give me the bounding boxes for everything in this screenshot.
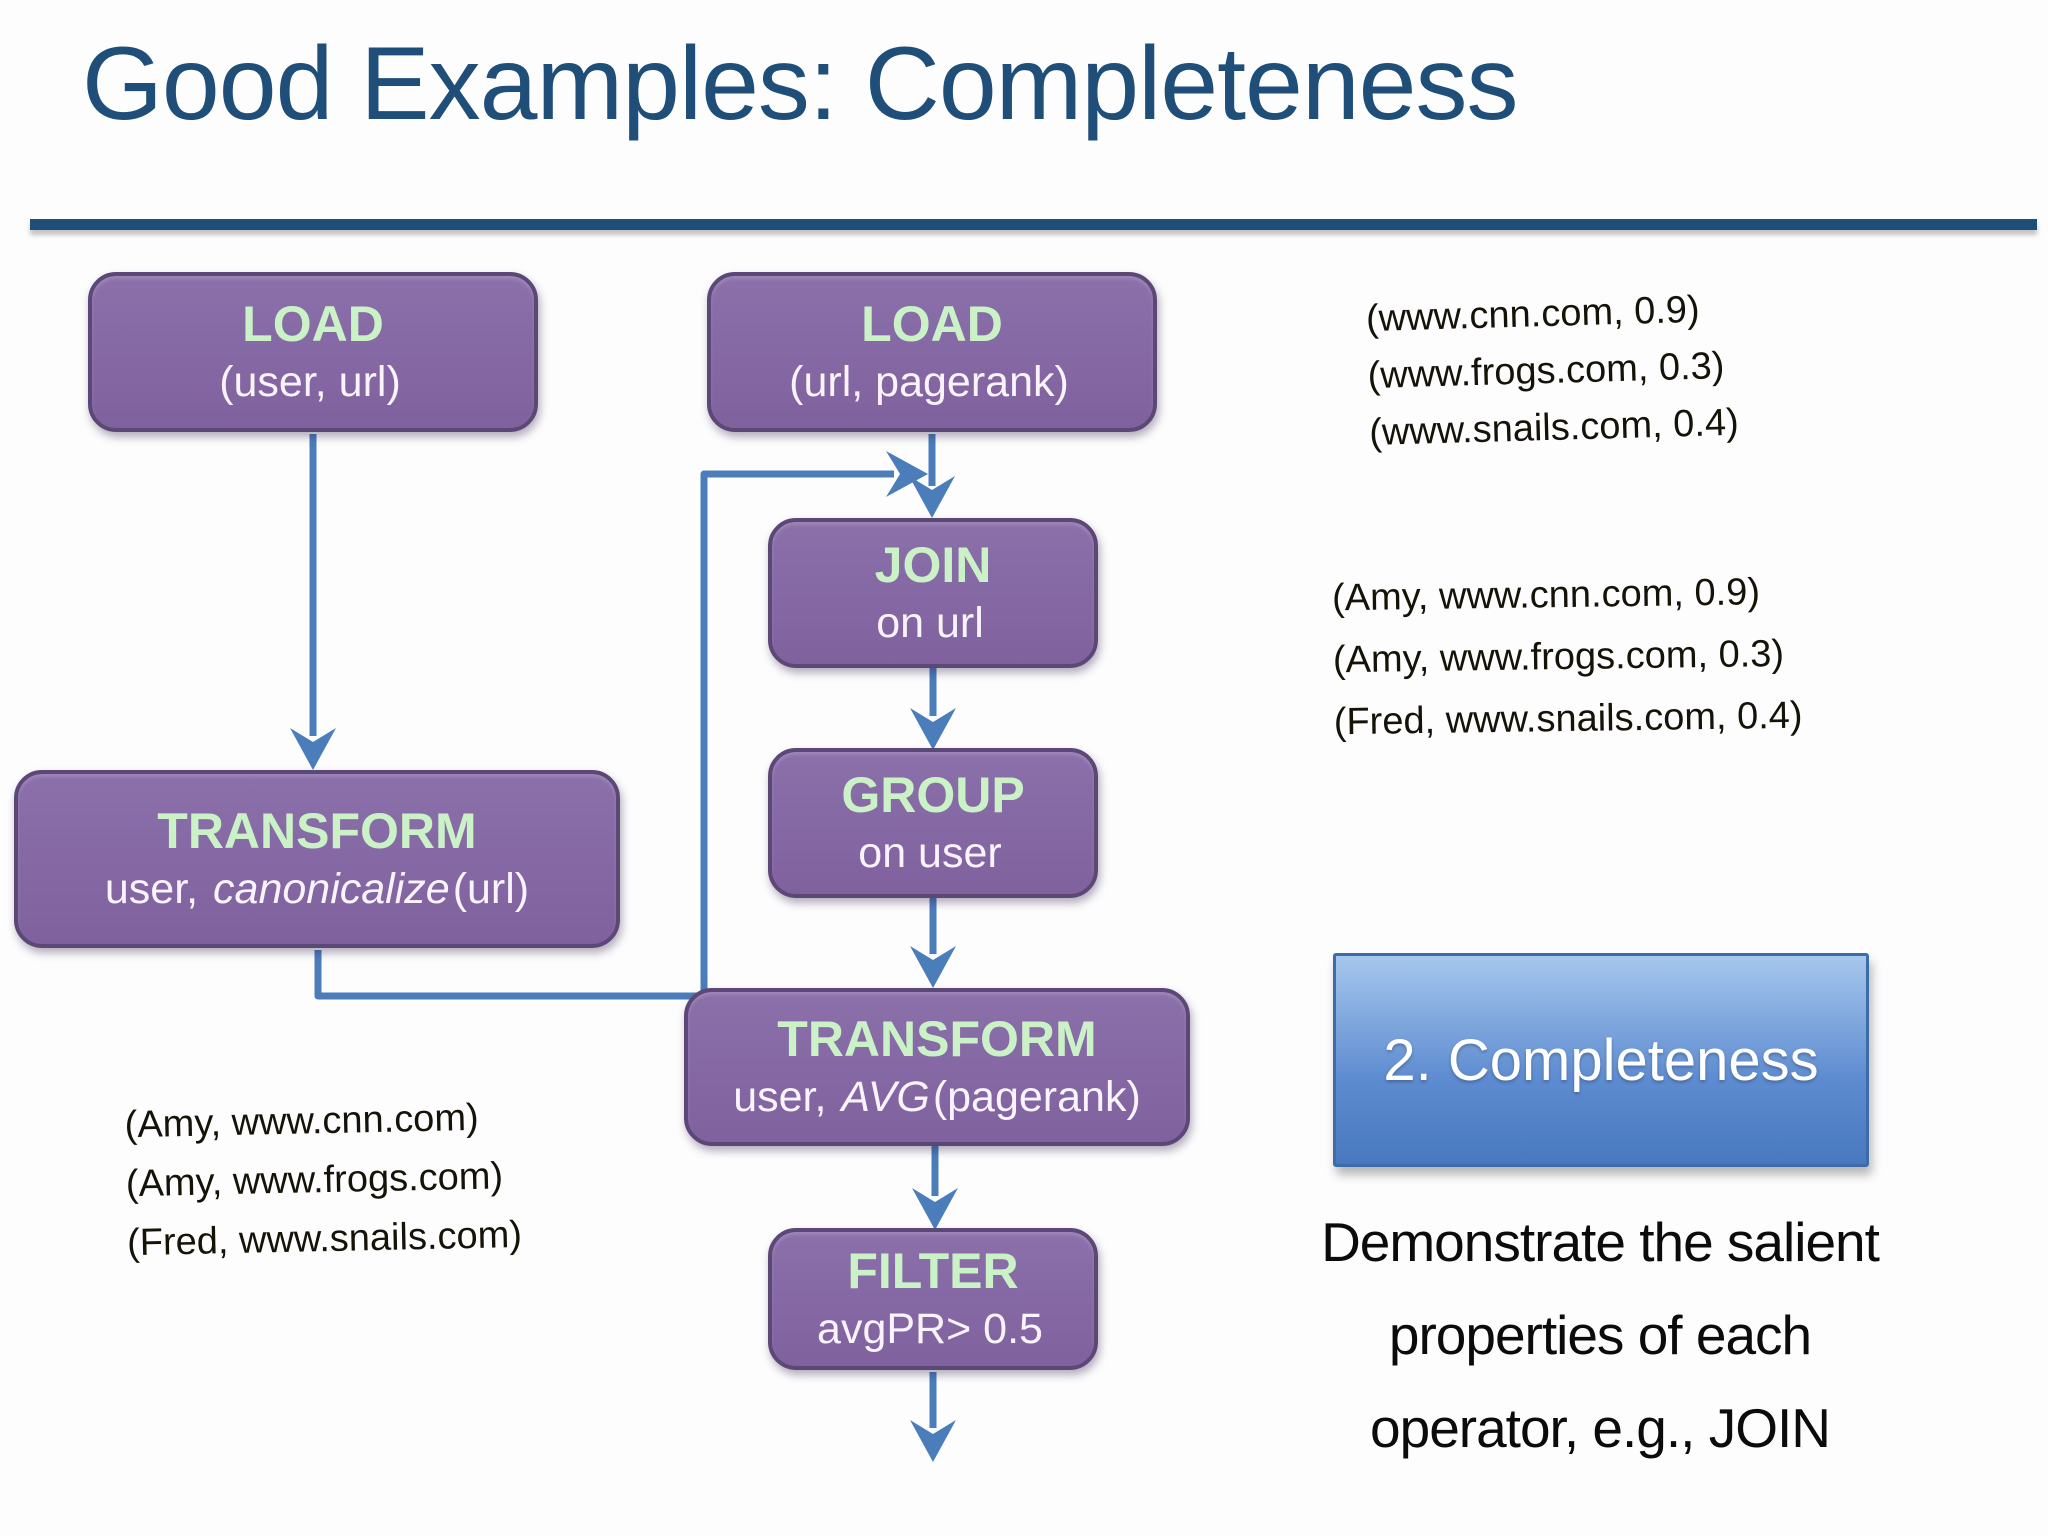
sticky-note-pagerank-tuples: (www.cnn.com, 0.9) (www.frogs.com, 0.3) … <box>1292 235 1805 537</box>
node-subtitle: on user <box>858 828 1002 877</box>
note-line: (www.frogs.com, 0.3) <box>1367 345 1725 398</box>
note-line: (Fred, www.snails.com) <box>126 1213 523 1265</box>
caption-line: properties of each <box>1388 1304 1812 1366</box>
arrow-transform-to-filter <box>912 1146 958 1230</box>
flow-node-load-user-url: LOAD (user, url) <box>88 272 538 432</box>
node-title: FILTER <box>847 1242 1019 1299</box>
node-subtitle: on url <box>876 598 984 647</box>
node-subtitle: avgPR> 0.5 <box>817 1304 1043 1353</box>
completeness-callout: 2. Completeness <box>1333 953 1869 1167</box>
note-line: (Amy, www.cnn.com) <box>124 1096 480 1147</box>
node-title: GROUP <box>841 766 1025 823</box>
caption-line: operator, e.g., JOIN <box>1370 1397 1831 1459</box>
page-title: Good Examples: Completeness <box>82 26 1518 142</box>
node-title: LOAD <box>861 295 1003 352</box>
flow-node-transform-avg: TRANSFORM user, AVG(pagerank) <box>684 988 1190 1146</box>
arrow-join-to-group <box>910 668 956 750</box>
note-line: (www.cnn.com, 0.9) <box>1365 288 1701 341</box>
node-subtitle: user, canonicalize(url) <box>104 864 530 913</box>
completeness-callout-label: 2. Completeness <box>1383 1027 1819 1093</box>
sticky-note-joined-tuples: (Amy, www.cnn.com, 0.9) (Amy, www.frogs.… <box>1281 520 1853 810</box>
node-subtitle: user, AVG(pagerank) <box>733 1072 1141 1121</box>
sticky-note-user-url-tuples: (Amy, www.cnn.com) (Amy, www.frogs.com) … <box>57 1038 601 1333</box>
caption: Demonstrate the salient properties of ea… <box>1255 1196 1945 1475</box>
sticky-note-text: (Amy, www.cnn.com, 0.9) (Amy, www.frogs.… <box>1281 521 1803 754</box>
node-subtitle: (user, url) <box>219 357 401 406</box>
flow-node-transform-canonicalize: TRANSFORM user, canonicalize(url) <box>14 770 620 948</box>
node-title: TRANSFORM <box>777 1010 1097 1067</box>
note-line: (Amy, www.frogs.com, 0.3) <box>1332 632 1785 682</box>
flow-node-load-url-pagerank: LOAD (url, pagerank) <box>707 272 1157 432</box>
arrow-filter-output <box>910 1372 956 1462</box>
node-title: LOAD <box>242 295 384 352</box>
caption-line: Demonstrate the salient <box>1321 1211 1880 1273</box>
flow-node-filter: FILTER avgPR> 0.5 <box>768 1228 1098 1370</box>
note-line: (Amy, www.frogs.com) <box>125 1155 504 1206</box>
flow-node-group: GROUP on user <box>768 748 1098 898</box>
arrow-load-pagerank-to-join <box>909 434 955 518</box>
node-title: TRANSFORM <box>157 802 477 859</box>
note-line: (www.snails.com, 0.4) <box>1368 401 1740 455</box>
node-title: JOIN <box>874 536 992 593</box>
sticky-note-text: (Amy, www.cnn.com) (Amy, www.frogs.com) … <box>57 1040 522 1275</box>
flow-node-join: JOIN on url <box>768 518 1098 668</box>
title-divider <box>30 219 2037 230</box>
note-line: (Fred, www.snails.com, 0.4) <box>1333 694 1803 744</box>
arrow-load-user-to-transform <box>290 434 336 770</box>
sticky-note-text: (www.cnn.com, 0.9) (www.frogs.com, 0.3) … <box>1292 237 1739 464</box>
node-subtitle: (url, pagerank) <box>789 357 1069 406</box>
arrow-group-to-transform <box>910 898 956 988</box>
note-line: (Amy, www.cnn.com, 0.9) <box>1331 571 1761 620</box>
